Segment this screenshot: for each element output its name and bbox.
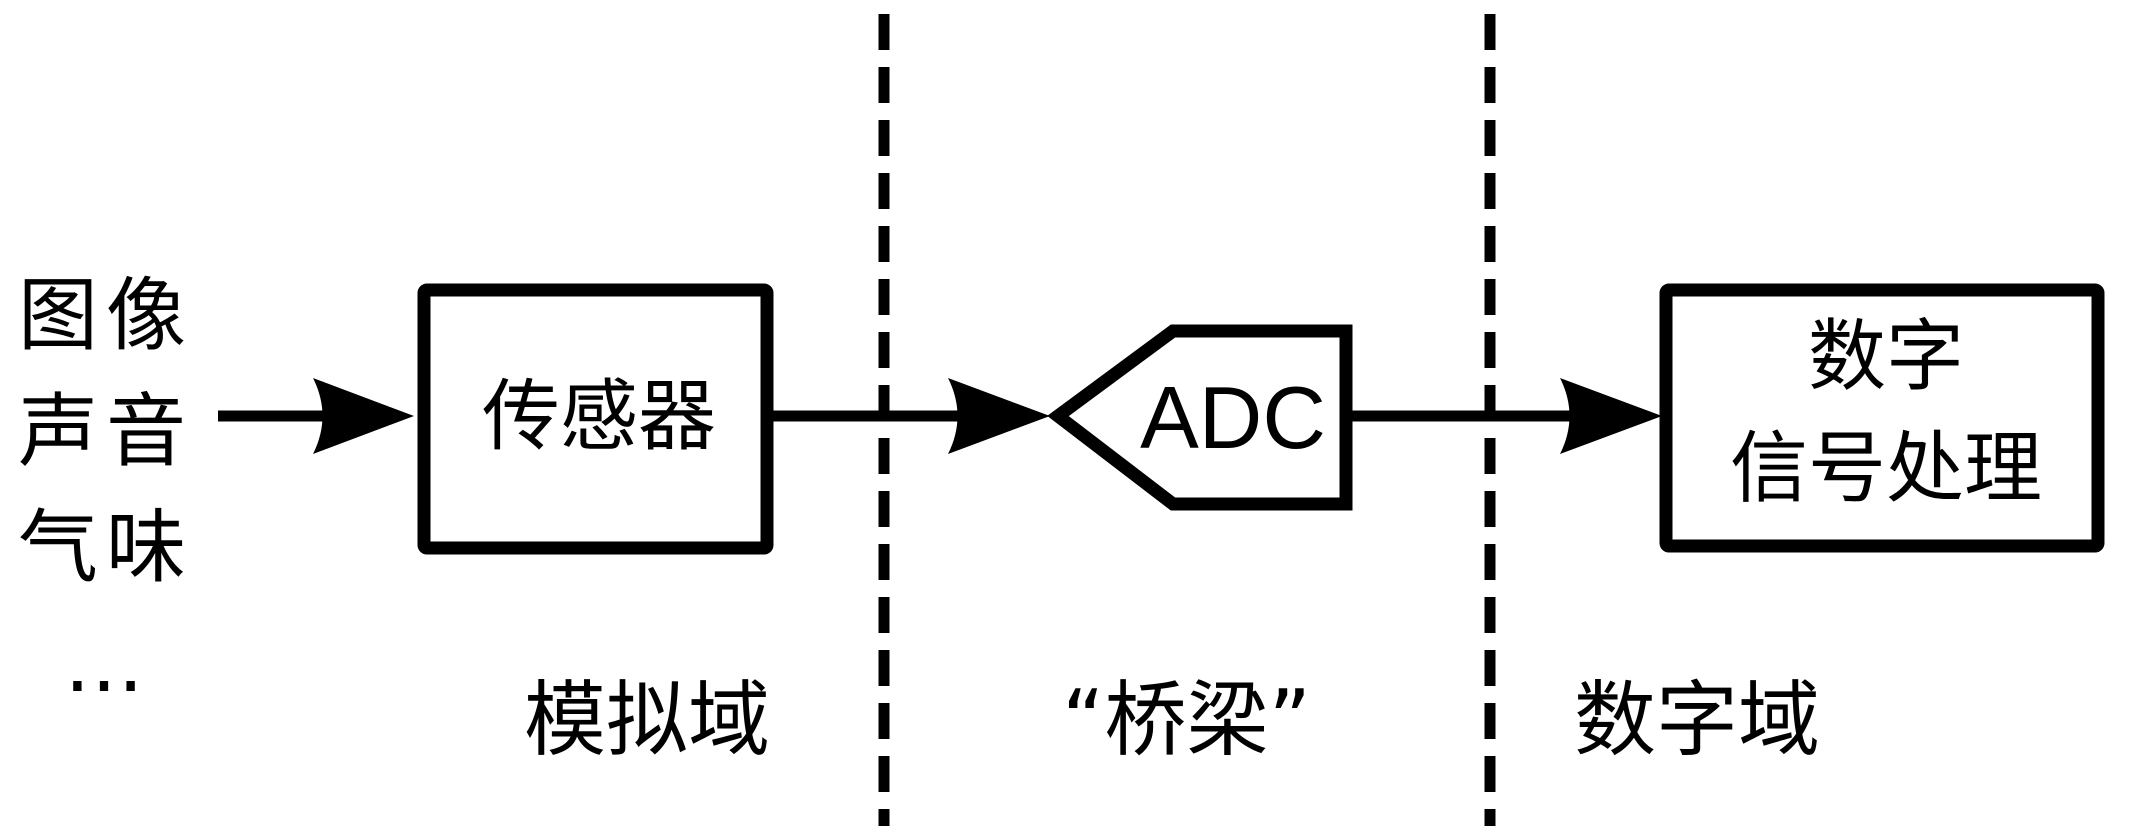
dsp-label-line2: 信号处理 [1729, 424, 2042, 514]
input-signals-list: 图像 声音 气味 … [18, 258, 194, 722]
arrow-adc-to-dsp [1346, 378, 1662, 454]
input-ellipsis-label: … [64, 617, 152, 710]
input-smell-label: 气味 [18, 501, 194, 594]
sensor-label: 传感器 [481, 372, 716, 462]
arrow-inputs-to-sensor [218, 378, 414, 454]
digital-domain-label: 数字域 [1574, 673, 1821, 768]
dsp-box [1659, 283, 2105, 553]
adc-label: ADC [1140, 368, 1326, 467]
analog-domain-label: 模拟域 [524, 673, 771, 768]
input-image-label: 图像 [18, 269, 194, 362]
dsp-label-line1: 数字 [1807, 312, 1964, 402]
input-sound-label: 声音 [18, 385, 194, 478]
arrow-sensor-to-adc [767, 378, 1050, 454]
bridge-domain-label: “桥梁” [1062, 673, 1311, 768]
